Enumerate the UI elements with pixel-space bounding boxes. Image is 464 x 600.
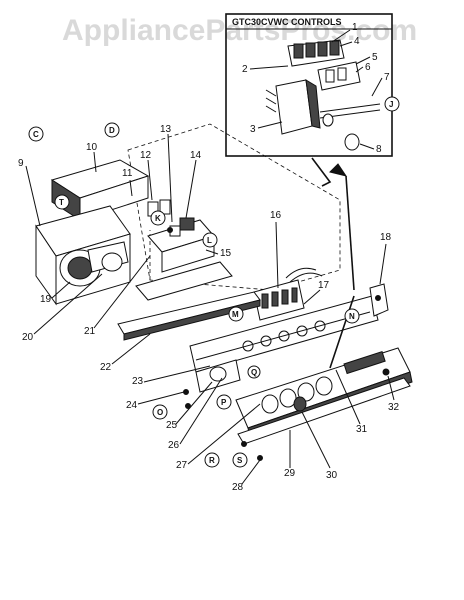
callout-13: 13 (160, 124, 173, 223)
left-bracket (195, 359, 241, 393)
svg-text:K: K (155, 214, 161, 223)
circle-letter-m: M (228, 306, 244, 322)
inset-callout-5: 5 (372, 52, 378, 63)
svg-text:26: 26 (168, 440, 180, 451)
svg-text:28: 28 (232, 482, 244, 493)
inset-callout-6: 6 (365, 62, 371, 73)
back-control-panel (189, 295, 379, 373)
callout-21: 21 (84, 255, 151, 337)
inset-pointer-arrow (311, 157, 355, 291)
callout-22: 22 (100, 333, 151, 373)
callout-25: 25 (166, 381, 213, 431)
callout-24: 24 (126, 391, 185, 411)
callout-14: 14 (185, 150, 202, 219)
svg-text:12: 12 (140, 150, 152, 161)
svg-text:17: 17 (318, 280, 330, 291)
inset-callout-2: 2 (242, 64, 248, 75)
svg-text:L: L (207, 236, 212, 245)
callout-11: 11 (122, 168, 133, 197)
svg-text:24: 24 (126, 400, 138, 411)
inset-callout-3: 3 (250, 124, 256, 135)
svg-text:18: 18 (380, 232, 392, 243)
svg-text:16: 16 (270, 210, 282, 221)
callout-15: 15 (205, 248, 232, 259)
circle-letter-c: C (28, 126, 44, 142)
trim-rail (117, 291, 261, 341)
inset-callout-4: 4 (354, 36, 360, 47)
inset-switch-bank (287, 39, 361, 91)
svg-text:15: 15 (220, 248, 232, 259)
callout-28: 28 (232, 459, 261, 493)
svg-text:30: 30 (326, 470, 338, 481)
callout-29: 29 (284, 430, 296, 479)
svg-text:T: T (59, 198, 64, 207)
callout-32: 32 (387, 375, 400, 413)
relay-cluster (147, 199, 215, 273)
housing-outline (127, 123, 341, 291)
svg-text:25: 25 (166, 420, 178, 431)
terminal-block (253, 267, 323, 321)
circle-letter-n: N (344, 308, 360, 324)
circle-letter-r: R (204, 452, 220, 468)
callout-18: 18 (379, 232, 392, 285)
svg-text:31: 31 (356, 424, 368, 435)
circle-letter-k: K (150, 210, 166, 226)
callout-30: 30 (301, 411, 338, 481)
circle-letter-o: O (152, 404, 168, 420)
inset-letter-j: J (389, 100, 393, 109)
inset-infinite-switch (265, 79, 381, 151)
svg-text:9: 9 (18, 158, 24, 169)
lower-trim-strip (237, 377, 411, 445)
svg-text:13: 13 (160, 124, 172, 135)
inset-callout-7: 7 (384, 72, 390, 83)
svg-text:D: D (109, 126, 115, 135)
svg-text:27: 27 (176, 460, 188, 471)
callout-12: 12 (140, 150, 153, 201)
circle-letter-q: Q (247, 365, 261, 379)
callout-9: 9 (18, 158, 41, 227)
callout-17: 17 (303, 280, 330, 305)
watermark-text: AppliancePartsPros.com (62, 14, 417, 47)
inset-callout-8: 8 (376, 144, 382, 155)
svg-text:Q: Q (251, 368, 257, 377)
blower-fan-assembly (35, 205, 131, 306)
svg-text:29: 29 (284, 468, 296, 479)
svg-text:23: 23 (132, 376, 144, 387)
svg-text:22: 22 (100, 362, 112, 373)
svg-text:S: S (237, 456, 243, 465)
svg-text:N: N (349, 312, 355, 321)
circle-letter-l: L (202, 232, 218, 248)
callout-26: 26 (168, 377, 223, 451)
inset-title: GTC30CVWC CONTROLS (232, 17, 342, 27)
svg-text:10: 10 (86, 142, 98, 153)
assembly-arrow (329, 295, 355, 369)
circle-letter-d: D (104, 122, 120, 138)
svg-text:P: P (221, 398, 227, 407)
svg-text:14: 14 (190, 150, 202, 161)
svg-text:O: O (157, 408, 163, 417)
svg-text:20: 20 (22, 332, 34, 343)
svg-text:C: C (33, 130, 39, 139)
svg-text:19: 19 (40, 294, 52, 305)
svg-text:32: 32 (388, 402, 400, 413)
callout-27: 27 (176, 403, 261, 471)
callout-19: 19 (40, 281, 71, 305)
inset-callout-1: 1 (352, 22, 358, 33)
bracket-plate (135, 261, 233, 301)
svg-text:21: 21 (84, 326, 96, 337)
callout-20: 20 (22, 273, 103, 343)
svg-text:M: M (232, 310, 239, 319)
inset-controls-box: GTC30CVWC CONTROLS 1 2 (225, 13, 400, 157)
callout-31: 31 (335, 369, 368, 435)
callout-10: 10 (86, 142, 98, 173)
svg-text:R: R (209, 456, 215, 465)
callout-16: 16 (270, 210, 282, 289)
circle-letter-s: S (232, 452, 248, 468)
svg-text:11: 11 (122, 168, 133, 179)
callout-23: 23 (132, 365, 211, 387)
circle-letter-t: T (54, 194, 70, 210)
end-cap (369, 283, 389, 317)
circle-letter-p: P (216, 394, 232, 410)
